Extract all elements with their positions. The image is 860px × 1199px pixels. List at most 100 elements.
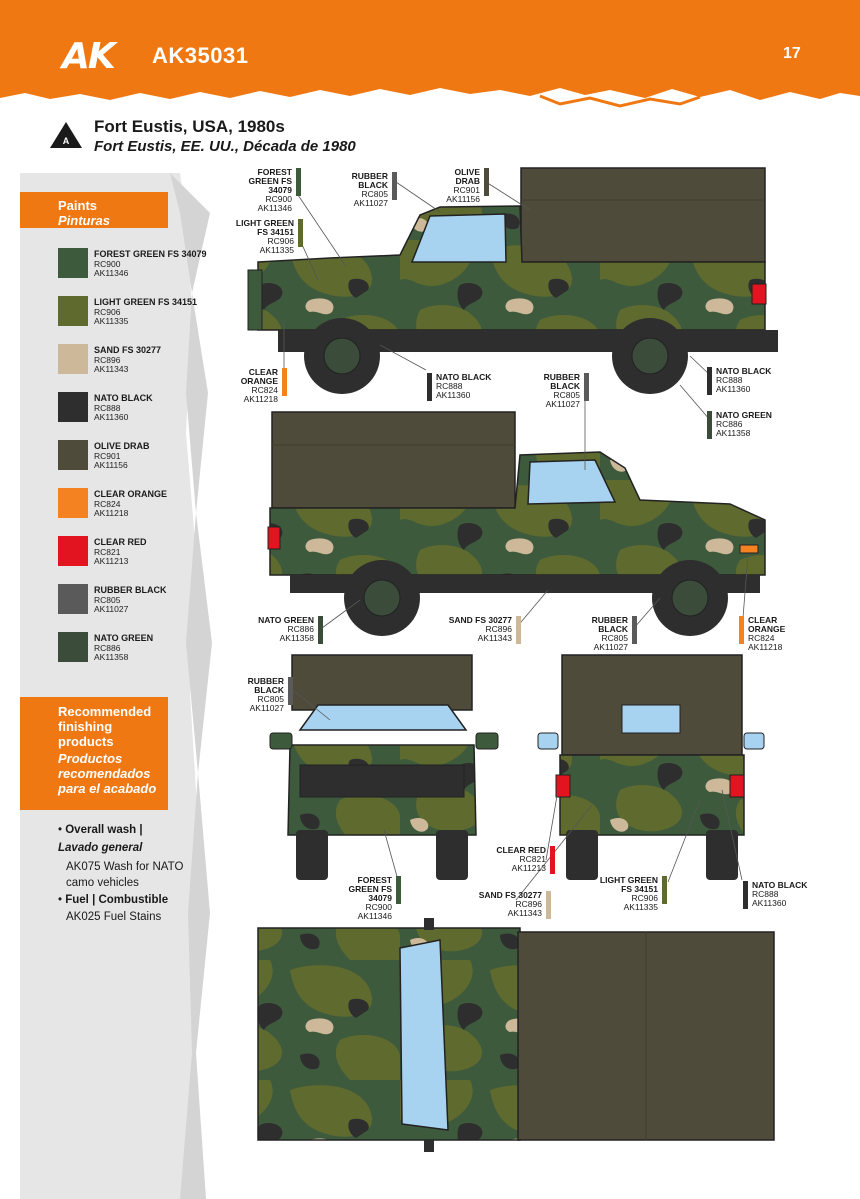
paint-ak-code: AK11343 [94, 364, 129, 374]
callout-rc: RC824 [251, 385, 278, 395]
finishing-heading-en: Recommended finishing products [58, 704, 152, 749]
callout-color-bar [288, 677, 293, 705]
callout-name: LIGHT GREEN FS 34151 [235, 218, 294, 237]
callout-ak: AK11343 [507, 908, 542, 918]
truck-top-view [257, 918, 775, 1152]
callout-ak: AK11346 [357, 911, 392, 921]
paint-name: CLEAR RED [94, 537, 147, 547]
paint-swatch [58, 632, 88, 662]
callout-color-bar [584, 373, 589, 401]
finishing-title: Fuel | Combustible [65, 894, 169, 906]
callout-ak: AK11346 [257, 203, 292, 213]
page-number: 17 [783, 45, 801, 62]
paint-name: RUBBER BLACK [94, 585, 167, 595]
callout-rc: RC886 [287, 624, 314, 634]
paint-swatch [58, 296, 88, 326]
callout-name: SAND FS 30277 [478, 890, 542, 900]
callout-rc: RC805 [257, 694, 284, 704]
callout-color-bar [484, 168, 489, 196]
callout-name: FOREST GREEN FS 34079 [348, 875, 392, 903]
callout-color-bar [298, 219, 303, 247]
callout-ak: AK11335 [623, 902, 658, 912]
callout-rc: RC805 [361, 189, 388, 199]
callout-name: CLEAR RED [496, 845, 546, 855]
callout-name: LIGHT GREEN FS 34151 [599, 875, 658, 894]
paint-swatch [58, 392, 88, 422]
paint-rc-code: RC906 [94, 307, 121, 317]
scheme-title: Fort Eustis, USA, 1980s [94, 117, 285, 136]
paint-name: LIGHT GREEN FS 34151 [94, 297, 198, 307]
callout-color-bar [318, 616, 323, 644]
paint-name: FOREST GREEN FS 34079 [94, 249, 207, 259]
callout-rc: RC888 [716, 375, 743, 385]
paint-name: SAND FS 30277 [94, 345, 162, 355]
callout-ak: AK11360 [716, 384, 751, 394]
paints-heading-en: Paints [58, 198, 98, 213]
truck-right-view [267, 411, 766, 636]
callout-name: NATO BLACK [752, 880, 808, 890]
paint-name: CLEAR ORANGE [94, 489, 168, 499]
callout-ak: AK11343 [477, 633, 512, 643]
callout-ak: AK11027 [353, 198, 388, 208]
paint-rc-code: RC824 [94, 499, 121, 509]
paint-swatch [58, 488, 88, 518]
callout-name: CLEAR ORANGE [240, 367, 278, 386]
callout-rc: RC896 [485, 624, 512, 634]
callout-ak: AK11027 [545, 399, 580, 409]
callout-color-bar [707, 411, 712, 439]
paint-ak-code: AK11360 [94, 412, 129, 422]
callout-ak: AK11027 [593, 642, 628, 652]
callout-ak: AK11218 [748, 642, 783, 652]
callout-color-bar [396, 876, 401, 904]
paint-ak-code: AK11213 [94, 556, 129, 566]
callout-color-bar [662, 876, 667, 904]
callout-rc: RC824 [748, 633, 775, 643]
callout-ak: AK11360 [436, 390, 471, 400]
finishing-heading: Recommended finishing products Productos… [20, 697, 168, 810]
sidebar-background [20, 173, 212, 1199]
callout-rc: RC901 [453, 185, 480, 195]
callout-name: CLEAR ORANGE [748, 615, 786, 634]
callout-rc: RC805 [553, 390, 580, 400]
paints-heading-es: Pinturas [58, 213, 111, 228]
callout-color-bar [516, 616, 521, 644]
paints-heading: Paints Pinturas [20, 192, 168, 228]
callout-rc: RC906 [631, 893, 658, 903]
callout-color-bar [632, 616, 637, 644]
callout-rc: RC821 [519, 854, 546, 864]
paint-swatch [58, 584, 88, 614]
scheme-badge: A [50, 122, 82, 148]
badge-letter: A [63, 136, 70, 146]
paint-rc-code: RC896 [94, 355, 121, 365]
callout-name: OLIVE DRAB [454, 167, 480, 186]
finishing-item: • Fuel | Combustible [58, 894, 169, 906]
callout-ak: AK11358 [279, 633, 314, 643]
callout-ak: AK11358 [716, 428, 751, 438]
callout-color-bar [707, 367, 712, 395]
brand-logo: AK [62, 36, 116, 77]
callout-name: NATO GREEN [258, 615, 314, 625]
paint-name: NATO BLACK [94, 393, 153, 403]
product-code: AK35031 [152, 43, 249, 68]
paint-ak-code: AK11346 [94, 268, 129, 278]
paint-rc-code: RC900 [94, 259, 121, 269]
callout-rc: RC888 [436, 381, 463, 391]
callout-color-bar [282, 368, 287, 396]
truck-front-view [269, 654, 499, 880]
callout-rc: RC906 [267, 236, 294, 246]
callout-ak: AK11027 [249, 703, 284, 713]
callout-name: RUBBER BLACK [543, 372, 580, 391]
callout-rc: RC896 [515, 899, 542, 909]
callout-rc: RC805 [601, 633, 628, 643]
